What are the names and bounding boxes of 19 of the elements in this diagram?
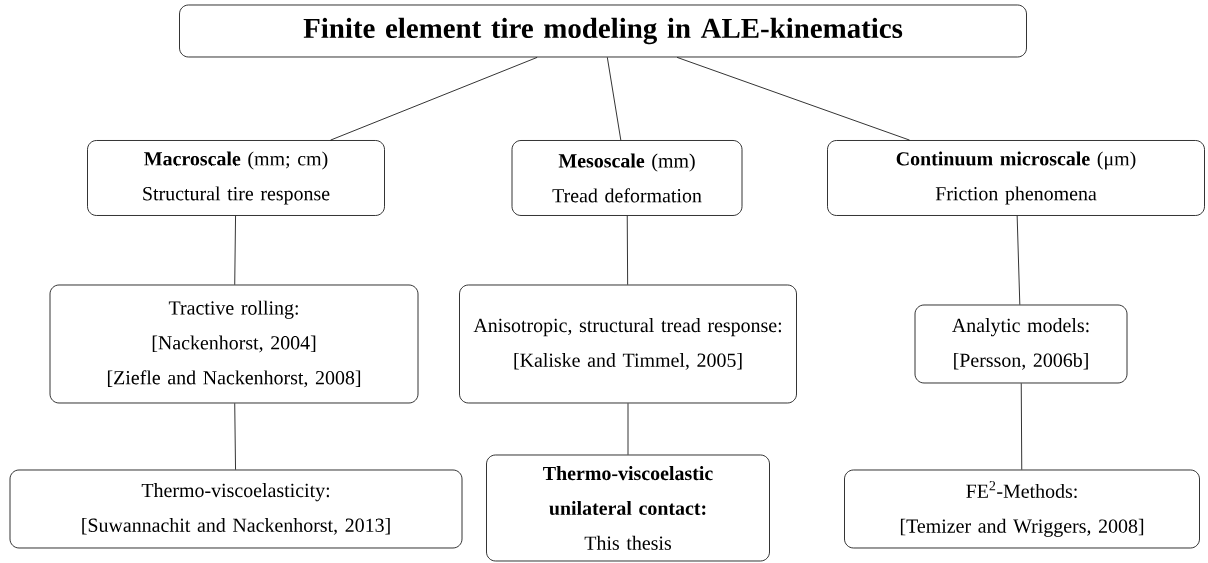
connector-line — [1020, 383, 1023, 470]
connector-line — [330, 57, 538, 141]
connector-line — [234, 215, 236, 285]
connector-line — [234, 403, 236, 470]
scale-box: Continuum microscale (μm) Friction phenomena — [827, 140, 1205, 216]
connector-line — [627, 403, 629, 455]
connector-line — [676, 57, 910, 141]
connector-line — [1016, 215, 1021, 305]
connector-line — [606, 57, 622, 141]
reference-box: Analytic models: [Persson, 2006b] — [914, 304, 1128, 384]
title-box: Finite element tire modeling in ALE-kinematics — [179, 4, 1027, 58]
reference-box: Tractive rolling: [Nackenhorst, 2004] [Ziefle and Nackenhorst, 2008] — [49, 284, 419, 404]
connector-line — [626, 215, 629, 285]
reference-box: Thermo-viscoelasticity: [Suwannachit and Nackenhorst, 2013] — [9, 469, 463, 549]
reference-box: FE$^{2}$-Methods: [Temizer and Wriggers, 2008] — [844, 469, 1200, 549]
scale-box: Macroscale (mm; cm) Structural tire response — [87, 140, 385, 216]
result-box: Thermo-viscoelastic unilateral contact: This thesis — [486, 454, 770, 562]
reference-box: Anisotropic, structural tread response: [Kaliske and Timmel, 2005] — [459, 284, 797, 404]
scale-box: Mesoscale (mm) Tread deformation — [511, 140, 743, 216]
